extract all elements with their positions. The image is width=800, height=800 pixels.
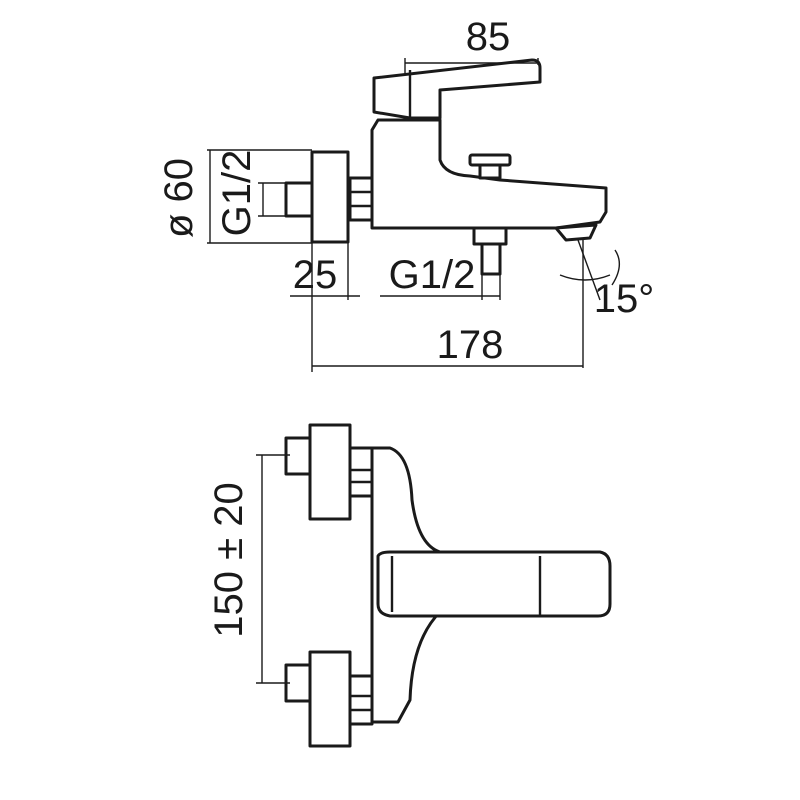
dim-outlet-thread-label: G1/2 xyxy=(389,253,476,297)
front-lever xyxy=(376,550,612,618)
dim-angle-label: 15° xyxy=(594,277,655,321)
dim-top-width-label: 85 xyxy=(466,15,511,59)
dim-offset-label: 25 xyxy=(293,253,338,297)
dimension-angle: 15° xyxy=(559,239,655,368)
dimension-total-length: 178 xyxy=(311,300,583,372)
dim-inlet-thread-label: G1/2 xyxy=(215,150,259,237)
bottom-wall-connection xyxy=(284,650,374,748)
lever-handle xyxy=(372,58,542,120)
dimension-outlet-thread: G1/2 xyxy=(380,253,501,300)
dimension-center-distance: 150 ± 20 xyxy=(207,454,290,684)
bottom-outlet xyxy=(472,226,508,276)
dimension-diameter: ø 60 xyxy=(157,149,312,244)
dimension-offset: 25 xyxy=(290,242,360,300)
dimension-85: 85 xyxy=(404,15,539,75)
spout-outlet xyxy=(554,223,598,242)
dimension-inlet-thread: G1/2 xyxy=(215,150,286,237)
wall-connection xyxy=(284,150,374,244)
side-view: 85 ø 60 G1/2 25 G1/2 xyxy=(157,15,654,372)
top-wall-connection xyxy=(284,423,374,521)
dim-diameter-label: ø 60 xyxy=(157,158,201,238)
diverter-knob xyxy=(468,153,512,180)
dim-center-distance-label: 150 ± 20 xyxy=(207,482,251,637)
dim-total-length-label: 178 xyxy=(437,323,504,367)
front-view: 150 ± 20 xyxy=(207,423,612,748)
